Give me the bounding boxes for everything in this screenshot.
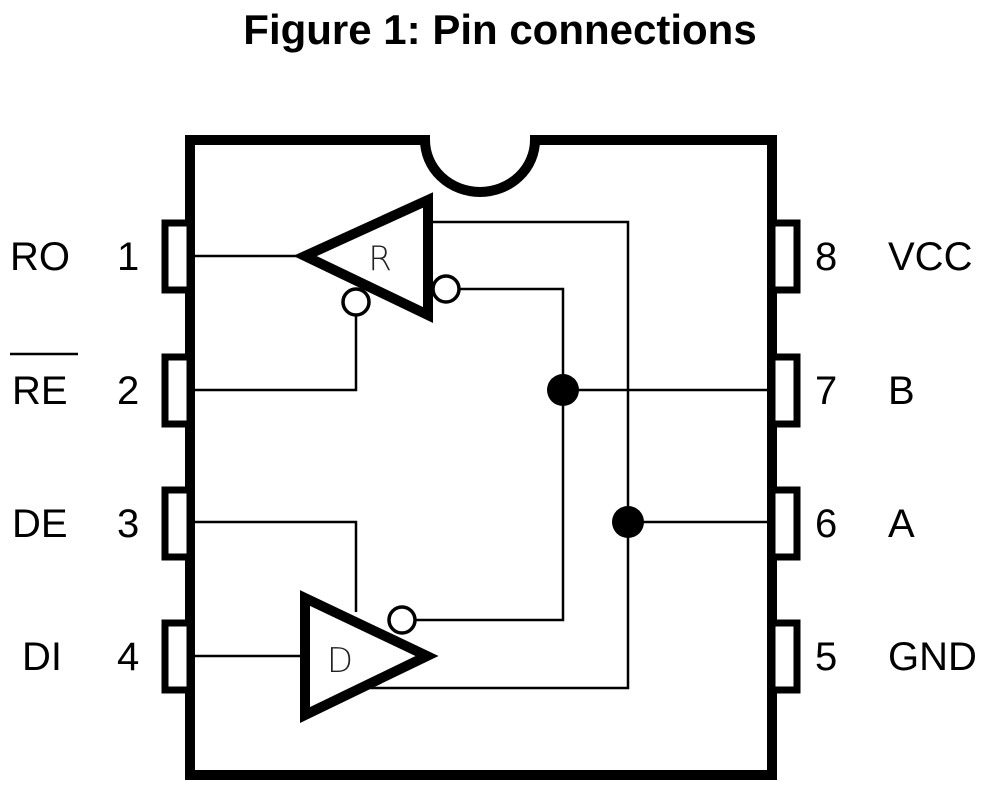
pin-number-1: 1	[117, 235, 139, 279]
pin-tab-3	[161, 486, 194, 561]
pin-name-re: RE	[12, 369, 68, 413]
ic-package-body	[185, 135, 777, 780]
pin-name-b: B	[888, 369, 915, 413]
pin-tab-2	[161, 353, 194, 428]
figure-title: Figure 1: Pin connections	[243, 6, 757, 53]
pin-tab-1	[161, 219, 194, 294]
receiver-label: R	[368, 239, 392, 279]
driver-label: D	[327, 641, 353, 681]
junction-dot-a	[612, 506, 644, 538]
receiver-inverting-input-bubble	[431, 274, 461, 304]
pin-number-5: 5	[815, 635, 837, 679]
pin-number-6: 6	[815, 502, 837, 546]
pin-name-di: DI	[22, 635, 62, 679]
pin-name-gnd: GND	[888, 635, 977, 679]
wire-re	[190, 315, 358, 392]
pin-tab-4	[161, 619, 194, 694]
wire-receiver-b	[414, 287, 565, 622]
pin-number-8: 8	[815, 235, 837, 279]
wire-de	[190, 520, 358, 612]
pin-number-7: 7	[815, 369, 837, 413]
pin-tab-7	[768, 353, 801, 428]
pin-name-vcc: VCC	[888, 235, 972, 279]
receiver-gate	[293, 192, 433, 323]
pin-number-2: 2	[117, 369, 139, 413]
pin-tab-5	[768, 619, 801, 694]
receiver-enable-bubble	[341, 287, 371, 317]
pin-name-ro: RO	[10, 235, 70, 279]
driver-gate	[300, 590, 439, 723]
junction-dot-b	[547, 374, 579, 406]
pin-name-a: A	[888, 502, 915, 546]
wire-receiver-a	[370, 220, 630, 690]
pin-name-de: DE	[12, 502, 68, 546]
driver-inverting-output-bubble	[387, 605, 417, 635]
pin-number-4: 4	[117, 635, 139, 679]
pin-tab-6	[768, 486, 801, 561]
pin-number-3: 3	[117, 502, 139, 546]
pin-tab-8	[768, 219, 801, 294]
